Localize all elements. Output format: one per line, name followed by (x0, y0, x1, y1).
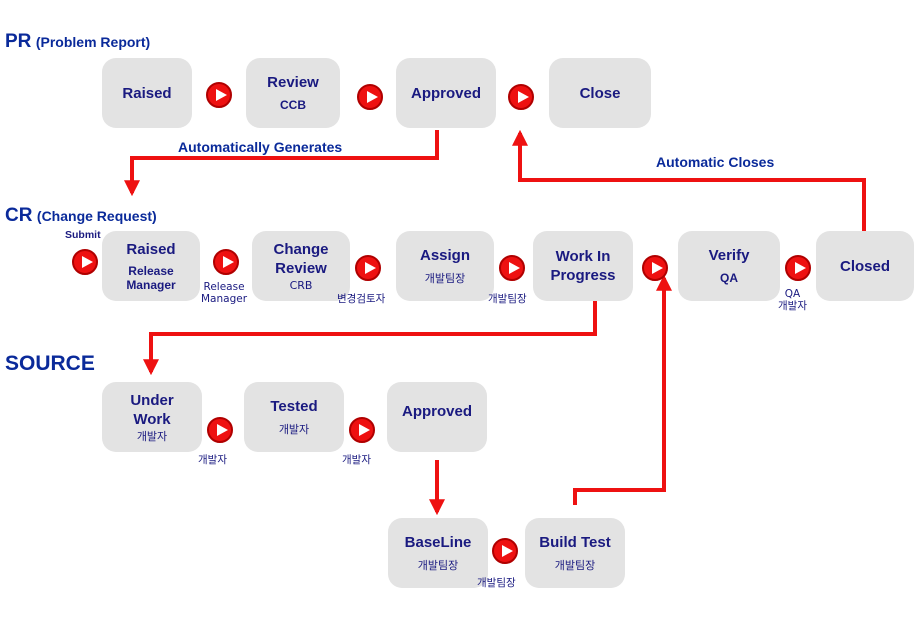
pr-subtitle: (Problem Report) (35, 34, 151, 50)
source-node-under-work[interactable]: Under Work 개발자 (102, 382, 202, 452)
cr-section-title: CR (Change Request) (5, 205, 157, 227)
node-label: Assign (419, 247, 470, 264)
cr-node-change-review[interactable]: Change Review CRB (252, 231, 350, 301)
flow-arrow-icon (355, 255, 381, 281)
connector-cr-closed-to-pr-close (512, 129, 866, 232)
node-role: 개발자 (136, 429, 168, 443)
flow-arrow-icon (492, 538, 518, 564)
node-label: Change Review (273, 240, 329, 277)
node-label: Work In Progress (550, 248, 616, 284)
cr-node-verify[interactable]: Verify QA (678, 231, 780, 301)
flow-arrow-icon (206, 82, 232, 108)
cr-subtitle: (Change Request) (36, 208, 157, 224)
connector-buildtest-to-verify (573, 274, 672, 505)
source-title: SOURCE (5, 352, 95, 375)
node-label: Verify (708, 247, 750, 264)
node-label: Review (267, 74, 319, 91)
flow-arrow-icon (508, 84, 534, 110)
node-label: Close (579, 84, 621, 102)
node-label: BaseLine (404, 534, 472, 551)
node-label: Approved (401, 403, 472, 420)
cr-node-assign[interactable]: Assign 개발팀장 (396, 231, 494, 301)
connector-wip-to-source-underwork (143, 298, 597, 376)
label-qa-dev: QA 개발자 (778, 288, 807, 312)
label-dev-lead: 개발팀장 (477, 577, 516, 589)
label-automatically-generates: Automatically Generates (178, 139, 343, 155)
label-automatic-closes: Automatic Closes (656, 154, 775, 170)
node-label: Closed (839, 257, 890, 275)
cr-node-work-in-progress[interactable]: Work In Progress (533, 231, 633, 301)
flow-arrow-icon (357, 84, 383, 110)
node-label: Approved (410, 84, 481, 102)
pr-section-title: PR (Problem Report) (5, 31, 150, 53)
node-label: Tested (270, 398, 318, 415)
flow-arrow-icon (207, 417, 233, 443)
node-role: Release Manager (126, 264, 176, 292)
node-role: 개발팀장 (424, 272, 466, 285)
cr-title: CR (5, 205, 33, 226)
node-label: Raised (126, 241, 176, 258)
flow-arrow-icon (349, 417, 375, 443)
node-role: CCB (280, 98, 306, 112)
cr-node-raised[interactable]: Raised Release Manager (102, 231, 200, 301)
node-role: CRB (289, 278, 313, 292)
source-node-baseline[interactable]: BaseLine 개발팀장 (388, 518, 488, 588)
label-developer: 개발자 (198, 454, 227, 466)
flow-arrow-icon (499, 255, 525, 281)
node-role: 개발팀장 (554, 559, 596, 572)
source-node-tested[interactable]: Tested 개발자 (244, 382, 344, 452)
node-role: QA (720, 271, 738, 285)
label-developer: 개발자 (342, 454, 371, 466)
cr-node-closed[interactable]: Closed (816, 231, 914, 301)
pr-title: PR (5, 31, 32, 52)
pr-node-close[interactable]: Close (549, 58, 651, 128)
node-role: 개발팀장 (417, 559, 459, 572)
pr-node-approved[interactable]: Approved (396, 58, 496, 128)
label-reviewer: 변경검토자 (337, 293, 386, 305)
label-dev-lead: 개발팀장 (488, 293, 527, 305)
label-submit: Submit (65, 229, 101, 241)
source-section-title: SOURCE (5, 352, 95, 376)
source-node-approved[interactable]: Approved (387, 382, 487, 452)
flow-arrow-icon (785, 255, 811, 281)
flow-arrow-icon (213, 249, 239, 275)
flow-arrow-icon (72, 249, 98, 275)
node-label: Raised (122, 84, 172, 102)
connector-pr-approved-to-cr-raised (124, 130, 439, 197)
label-release-manager: Release Manager (201, 281, 248, 305)
pr-node-raised[interactable]: Raised (102, 58, 192, 128)
node-role: 개발자 (278, 423, 310, 436)
pr-node-review[interactable]: Review CCB (246, 58, 340, 128)
node-label: Build Test (539, 534, 611, 551)
source-node-build-test[interactable]: Build Test 개발팀장 (525, 518, 625, 588)
node-label: Under Work (130, 391, 174, 428)
flow-arrow-icon (642, 255, 668, 281)
